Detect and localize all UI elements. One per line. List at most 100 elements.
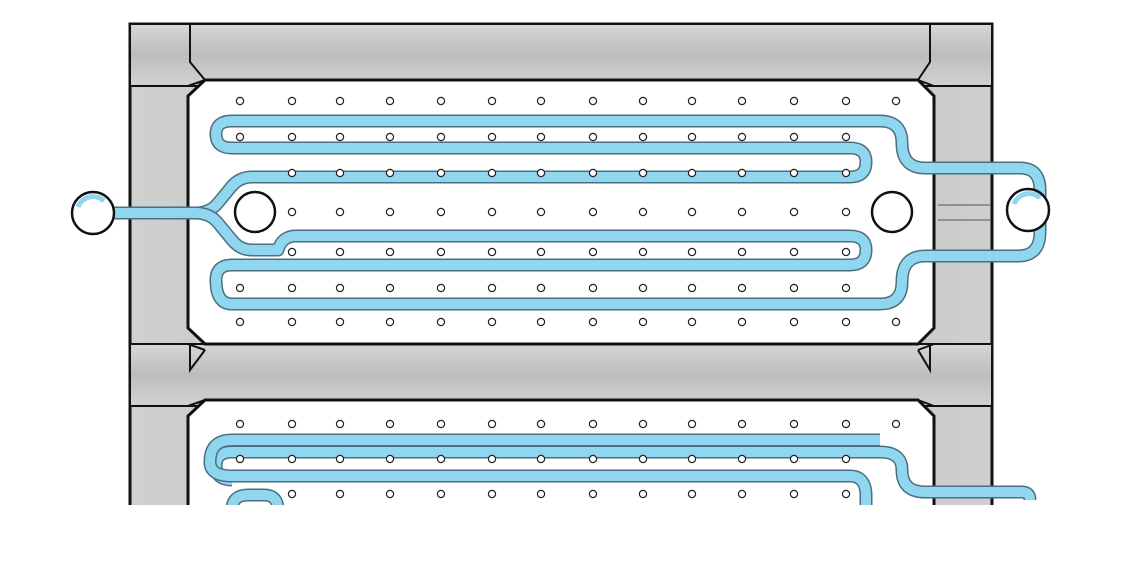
post xyxy=(789,247,799,257)
post xyxy=(287,207,297,217)
post xyxy=(588,489,598,499)
channel-lower-chamber-turn xyxy=(227,490,283,505)
post xyxy=(487,283,497,293)
post xyxy=(536,168,546,178)
post xyxy=(335,207,345,217)
post xyxy=(638,489,648,499)
post xyxy=(235,454,245,464)
post xyxy=(687,207,697,217)
post xyxy=(436,96,446,106)
post xyxy=(385,247,395,257)
post xyxy=(536,96,546,106)
post xyxy=(687,168,697,178)
post xyxy=(638,96,648,106)
post xyxy=(335,454,345,464)
post xyxy=(536,132,546,142)
post xyxy=(385,489,395,499)
post xyxy=(687,419,697,429)
post xyxy=(841,317,851,327)
serpentine-channel xyxy=(110,114,1047,505)
post xyxy=(487,247,497,257)
post xyxy=(287,419,297,429)
post xyxy=(287,283,297,293)
post xyxy=(841,419,851,429)
post xyxy=(385,454,395,464)
post xyxy=(588,207,598,217)
post xyxy=(737,96,747,106)
post xyxy=(536,283,546,293)
post xyxy=(385,207,395,217)
post xyxy=(385,132,395,142)
post xyxy=(436,419,446,429)
post xyxy=(487,489,497,499)
post xyxy=(335,168,345,178)
post xyxy=(841,207,851,217)
post xyxy=(287,489,297,499)
post xyxy=(737,132,747,142)
post xyxy=(789,96,799,106)
post xyxy=(487,317,497,327)
post xyxy=(588,168,598,178)
post xyxy=(737,247,747,257)
post xyxy=(385,317,395,327)
post xyxy=(737,207,747,217)
post xyxy=(687,283,697,293)
post xyxy=(436,168,446,178)
post xyxy=(536,247,546,257)
post xyxy=(385,419,395,429)
post xyxy=(287,247,297,257)
post xyxy=(891,419,901,429)
post xyxy=(436,247,446,257)
post xyxy=(687,132,697,142)
post xyxy=(841,132,851,142)
post xyxy=(536,489,546,499)
post xyxy=(588,419,598,429)
post xyxy=(588,96,598,106)
post xyxy=(841,168,851,178)
right-chamber-hole xyxy=(870,190,914,234)
post xyxy=(737,454,747,464)
post xyxy=(789,283,799,293)
post xyxy=(737,317,747,327)
post xyxy=(287,454,297,464)
post xyxy=(588,132,598,142)
post xyxy=(235,317,245,327)
post xyxy=(841,96,851,106)
post xyxy=(287,317,297,327)
post xyxy=(588,247,598,257)
post xyxy=(335,283,345,293)
post xyxy=(789,454,799,464)
post xyxy=(891,317,901,327)
post xyxy=(638,283,648,293)
post xyxy=(436,454,446,464)
post xyxy=(385,283,395,293)
post xyxy=(235,283,245,293)
post xyxy=(687,247,697,257)
left-chamber-hole xyxy=(233,190,277,234)
post xyxy=(789,419,799,429)
post xyxy=(335,132,345,142)
post xyxy=(638,168,648,178)
post xyxy=(841,247,851,257)
post xyxy=(789,317,799,327)
post xyxy=(737,283,747,293)
post xyxy=(235,96,245,106)
channel-lower-chamber-inner xyxy=(205,435,880,505)
channel-lower-branch xyxy=(194,208,1045,309)
post xyxy=(841,454,851,464)
post xyxy=(436,207,446,217)
post xyxy=(588,283,598,293)
post xyxy=(436,317,446,327)
post xyxy=(737,168,747,178)
post xyxy=(536,454,546,464)
post xyxy=(638,454,648,464)
outlet-port xyxy=(1005,187,1051,233)
post xyxy=(638,317,648,327)
post xyxy=(436,283,446,293)
post xyxy=(287,132,297,142)
post xyxy=(287,96,297,106)
post xyxy=(335,489,345,499)
inlet-port xyxy=(70,190,116,236)
post xyxy=(789,489,799,499)
post xyxy=(687,317,697,327)
